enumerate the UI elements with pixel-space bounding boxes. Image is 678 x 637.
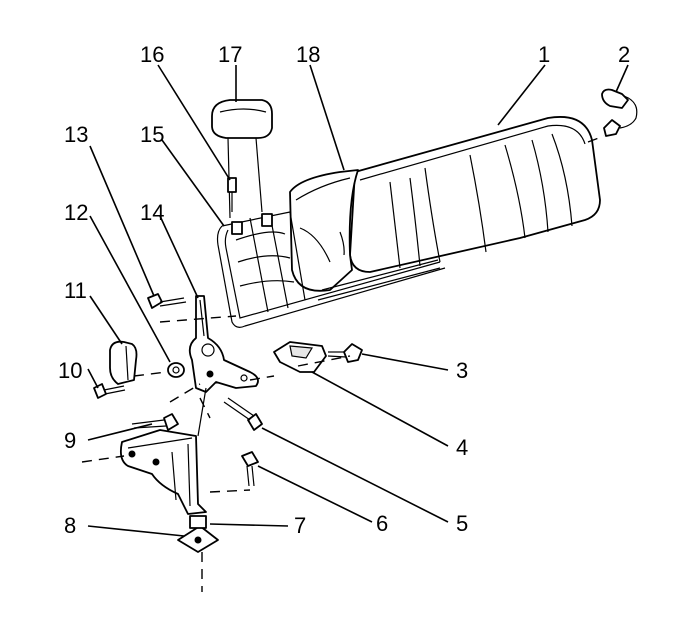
callout-17: 17: [218, 42, 242, 67]
bolt-5: [223, 397, 263, 431]
seat-back-cushion: [349, 116, 601, 273]
callout-1: 1: [538, 42, 550, 67]
retainer: [273, 341, 327, 373]
bolt-3: [327, 343, 363, 363]
headrest-clip: [601, 88, 638, 137]
callout-5: 5: [456, 511, 468, 536]
hinge-cover: [109, 340, 138, 385]
callout-6: 6: [376, 511, 388, 536]
callout-3: 3: [456, 358, 468, 383]
callout-15: 15: [140, 122, 164, 147]
callout-2: 2: [618, 42, 630, 67]
callout-12: 12: [64, 200, 88, 225]
leader-lines: [87, 64, 629, 537]
headrest: [211, 99, 273, 219]
seat-riser: [119, 387, 207, 515]
floor-bracket: [177, 515, 219, 553]
bolt-6: [241, 451, 259, 487]
callout-14: 14: [140, 200, 164, 225]
callout-13: 13: [64, 122, 88, 147]
callout-18: 18: [296, 42, 320, 67]
callout-11: 11: [64, 278, 87, 303]
callout-7: 7: [294, 513, 306, 538]
headrest-guide: [227, 177, 237, 212]
alignment-lines: [81, 135, 605, 592]
bolt-13: [147, 293, 187, 309]
seat-back-trim-panel: [289, 169, 359, 292]
callout-labels: 1 2 3 4 5 6 7 8 9 10 11 12 13 14 15 16 1…: [58, 42, 630, 538]
callout-9: 9: [64, 428, 76, 453]
spacer: [167, 362, 185, 378]
callout-8: 8: [64, 513, 76, 538]
callout-4: 4: [456, 435, 468, 460]
callout-16: 16: [140, 42, 164, 67]
screw-10: [93, 383, 126, 399]
hinge-bracket: [188, 295, 259, 393]
seat-back-frame: [216, 211, 446, 328]
callout-10: 10: [58, 358, 82, 383]
